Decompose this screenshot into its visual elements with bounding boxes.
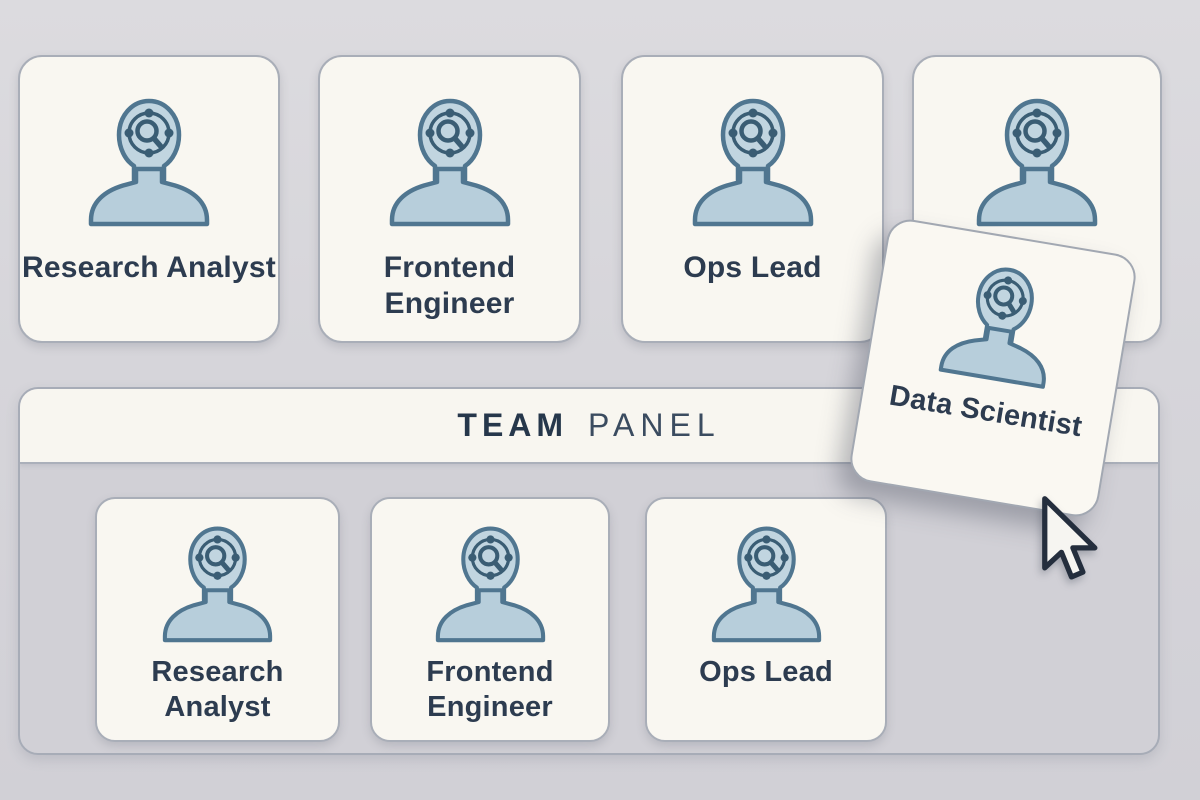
role-card-label: Ops Lead [683,251,822,284]
team-panel-title-primary: TEAM [457,407,569,443]
team-panel-dropzone[interactable]: Research Analyst Frontend Engineer Ops L… [20,464,1158,753]
role-card-research-analyst[interactable]: Research Analyst [18,55,280,343]
person-network-search-icon [929,254,1072,391]
panel-card-frontend-engineer[interactable]: Frontend Engineer [370,497,610,742]
role-card-frontend-engineer[interactable]: Frontend Engineer [318,55,581,343]
panel-card-research-analyst[interactable]: Research Analyst [95,497,340,742]
role-card-label: Frontend Engineer [383,251,516,320]
person-network-search-icon [380,95,520,227]
role-card-label: Frontend Engineer [426,656,554,723]
role-card-label: Data Scientist [887,379,1085,444]
person-network-search-icon [703,523,830,643]
mouse-cursor-arrow-icon [1042,496,1098,580]
person-network-search-icon [79,95,219,227]
role-card-ops-lead[interactable]: Ops Lead [621,55,884,343]
dragged-card-data-scientist[interactable]: Data Scientist [846,216,1140,520]
person-network-search-icon [967,95,1107,227]
team-panel-title-secondary: PANEL [588,407,721,443]
person-network-search-icon [154,523,281,643]
role-card-label: Research Analyst [22,251,276,284]
panel-card-ops-lead[interactable]: Ops Lead [645,497,887,742]
role-card-label: Research Analyst [151,656,284,723]
person-network-search-icon [427,523,554,643]
person-network-search-icon [683,95,823,227]
role-card-label: Ops Lead [699,656,833,688]
